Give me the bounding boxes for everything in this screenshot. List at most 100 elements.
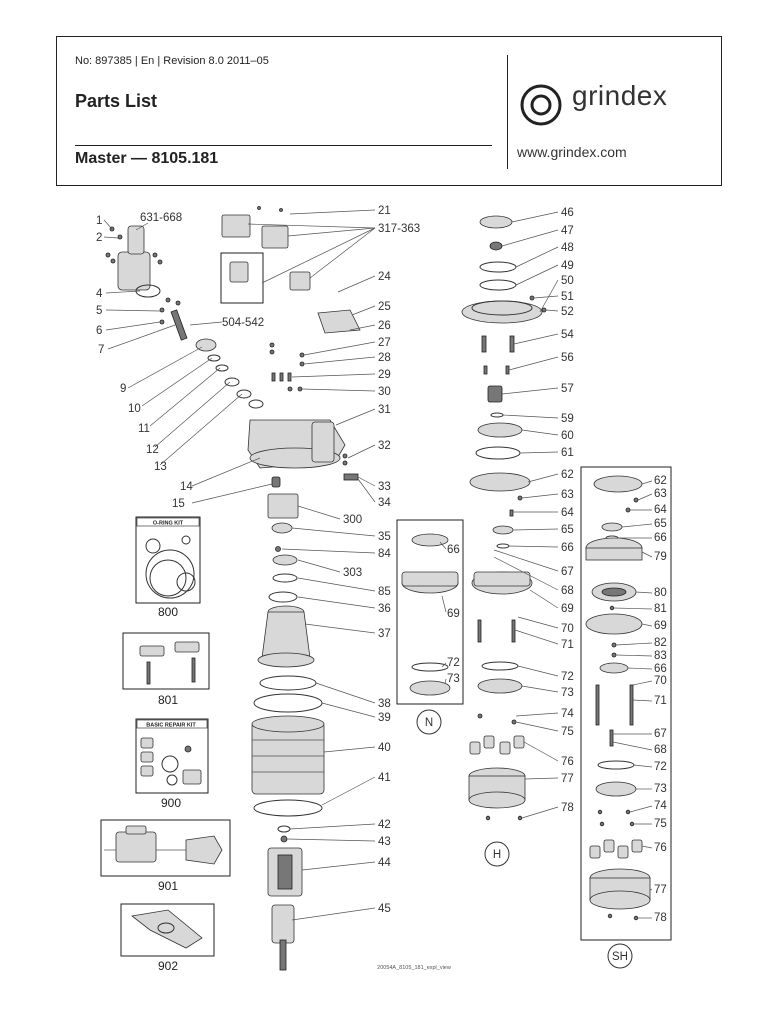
part-label: 77 [561, 773, 574, 785]
part-label: 72 [447, 657, 460, 669]
part-label: 5 [96, 305, 102, 317]
part-label: 317-363 [378, 223, 420, 235]
part-label: 37 [378, 628, 391, 640]
part-label: 66 [447, 544, 460, 556]
part-label: 15 [172, 498, 185, 510]
leader-lines-n [439, 541, 447, 685]
part-label: 57 [561, 383, 574, 395]
part-label: 6 [96, 325, 102, 337]
part-label: 68 [561, 585, 574, 597]
part-label: 84 [378, 548, 391, 560]
part-label: 35 [378, 531, 391, 543]
part-label: 24 [378, 271, 391, 283]
part-label: 1 [96, 215, 102, 227]
brand-name: grindex [572, 80, 668, 111]
leader-lines-pump [501, 211, 559, 454]
part-label: 76 [654, 842, 667, 854]
motor-stack [251, 493, 325, 971]
variant-h-label: H [493, 849, 501, 861]
part-label: 71 [654, 695, 667, 707]
part-label: 81 [654, 603, 667, 615]
part-label: 77 [654, 884, 667, 896]
part-label: 60 [561, 430, 574, 442]
part-label: 9 [120, 383, 126, 395]
part-label: 73 [654, 783, 667, 795]
part-label: 29 [378, 369, 391, 381]
part-label: 631-668 [140, 212, 182, 224]
part-labels-pump: 46 47 48 49 50 51 52 54 56 57 59 60 61 [561, 207, 574, 459]
part-label: 49 [561, 260, 574, 272]
part-label: 4 [96, 288, 103, 300]
kit-902 [120, 903, 215, 957]
part-label: 78 [654, 912, 667, 924]
part-label: 7 [98, 344, 104, 356]
leader-lines-center [281, 505, 376, 921]
part-label: 71 [561, 639, 574, 651]
part-label: 65 [561, 524, 574, 536]
part-label: 12 [146, 444, 159, 456]
part-label: 64 [561, 507, 574, 519]
part-label: 38 [378, 698, 391, 710]
part-label: 41 [378, 772, 391, 784]
part-label: 11 [138, 423, 150, 435]
part-label: 73 [447, 673, 460, 685]
part-labels-center: 21 317-363 24 25 26 27 28 29 30 31 32 33… [343, 205, 420, 915]
part-label: 2 [96, 232, 102, 244]
part-label: 82 [654, 637, 667, 649]
part-label: 70 [654, 675, 667, 687]
header-divider [75, 145, 492, 146]
variant-sh-marker [607, 943, 633, 969]
part-label: 40 [378, 742, 391, 754]
kit-900-label: 900 [161, 796, 181, 810]
variant-h-stack [468, 472, 533, 821]
part-label: 44 [378, 857, 391, 869]
part-label: 73 [561, 687, 574, 699]
part-label: 66 [654, 663, 667, 675]
grindex-logo-icon [520, 84, 562, 126]
part-label: 33 [378, 481, 391, 493]
part-label: 51 [561, 291, 574, 303]
model-title: Master — 8105.181 [75, 150, 219, 167]
part-label: 83 [654, 650, 667, 662]
part-label: 76 [561, 756, 574, 768]
part-label: 72 [654, 761, 667, 773]
part-labels-n: 66 69 72 73 [447, 544, 460, 685]
part-label: 32 [378, 440, 391, 452]
part-label: 65 [654, 518, 667, 530]
part-label: 64 [654, 504, 667, 516]
part-label: 75 [561, 726, 574, 738]
part-label: 504-542 [222, 317, 264, 329]
part-label: 79 [654, 551, 667, 563]
part-label: 66 [654, 532, 667, 544]
part-label: 74 [561, 708, 574, 720]
part-label: 42 [378, 819, 391, 831]
exploded-view-diagram: O-RING KIT 800 801 BASIC REPAIR KIT 900 [96, 205, 672, 973]
variant-n-label: N [425, 717, 433, 729]
part-label: 62 [654, 475, 667, 487]
brand-url: www.grindex.com [517, 144, 627, 160]
part-labels-sh: 62 63 64 65 66 79 80 81 69 82 83 66 70 7… [654, 475, 667, 924]
part-label: 27 [378, 337, 391, 349]
motor-housing [247, 419, 346, 488]
part-label: 52 [561, 306, 574, 318]
part-label: 25 [378, 301, 391, 313]
drawing-reference: 20054A_8105_181_expl_view [377, 965, 451, 971]
part-label: 34 [378, 497, 391, 509]
part-label: 54 [561, 329, 574, 341]
document-number: No: 897385 | En | Revision 8.0 2011–05 [75, 55, 269, 67]
kit-902-label: 902 [158, 959, 178, 973]
part-label: 47 [561, 225, 574, 237]
part-label: 67 [654, 728, 667, 740]
part-label: 43 [378, 836, 391, 848]
header-vertical-divider [507, 55, 508, 169]
part-label: 14 [180, 481, 193, 493]
part-label: 85 [378, 586, 391, 598]
variant-n-marker [416, 709, 442, 735]
leader-lines-sh [612, 480, 653, 919]
part-labels-left: 1 2 631-668 4 5 6 7 504-542 9 10 11 12 1… [96, 212, 264, 510]
variant-n-parts [401, 533, 459, 696]
kit-800-label: 800 [158, 605, 178, 619]
part-label: 30 [378, 386, 391, 398]
part-label: 28 [378, 352, 391, 364]
part-label: 66 [561, 542, 574, 554]
